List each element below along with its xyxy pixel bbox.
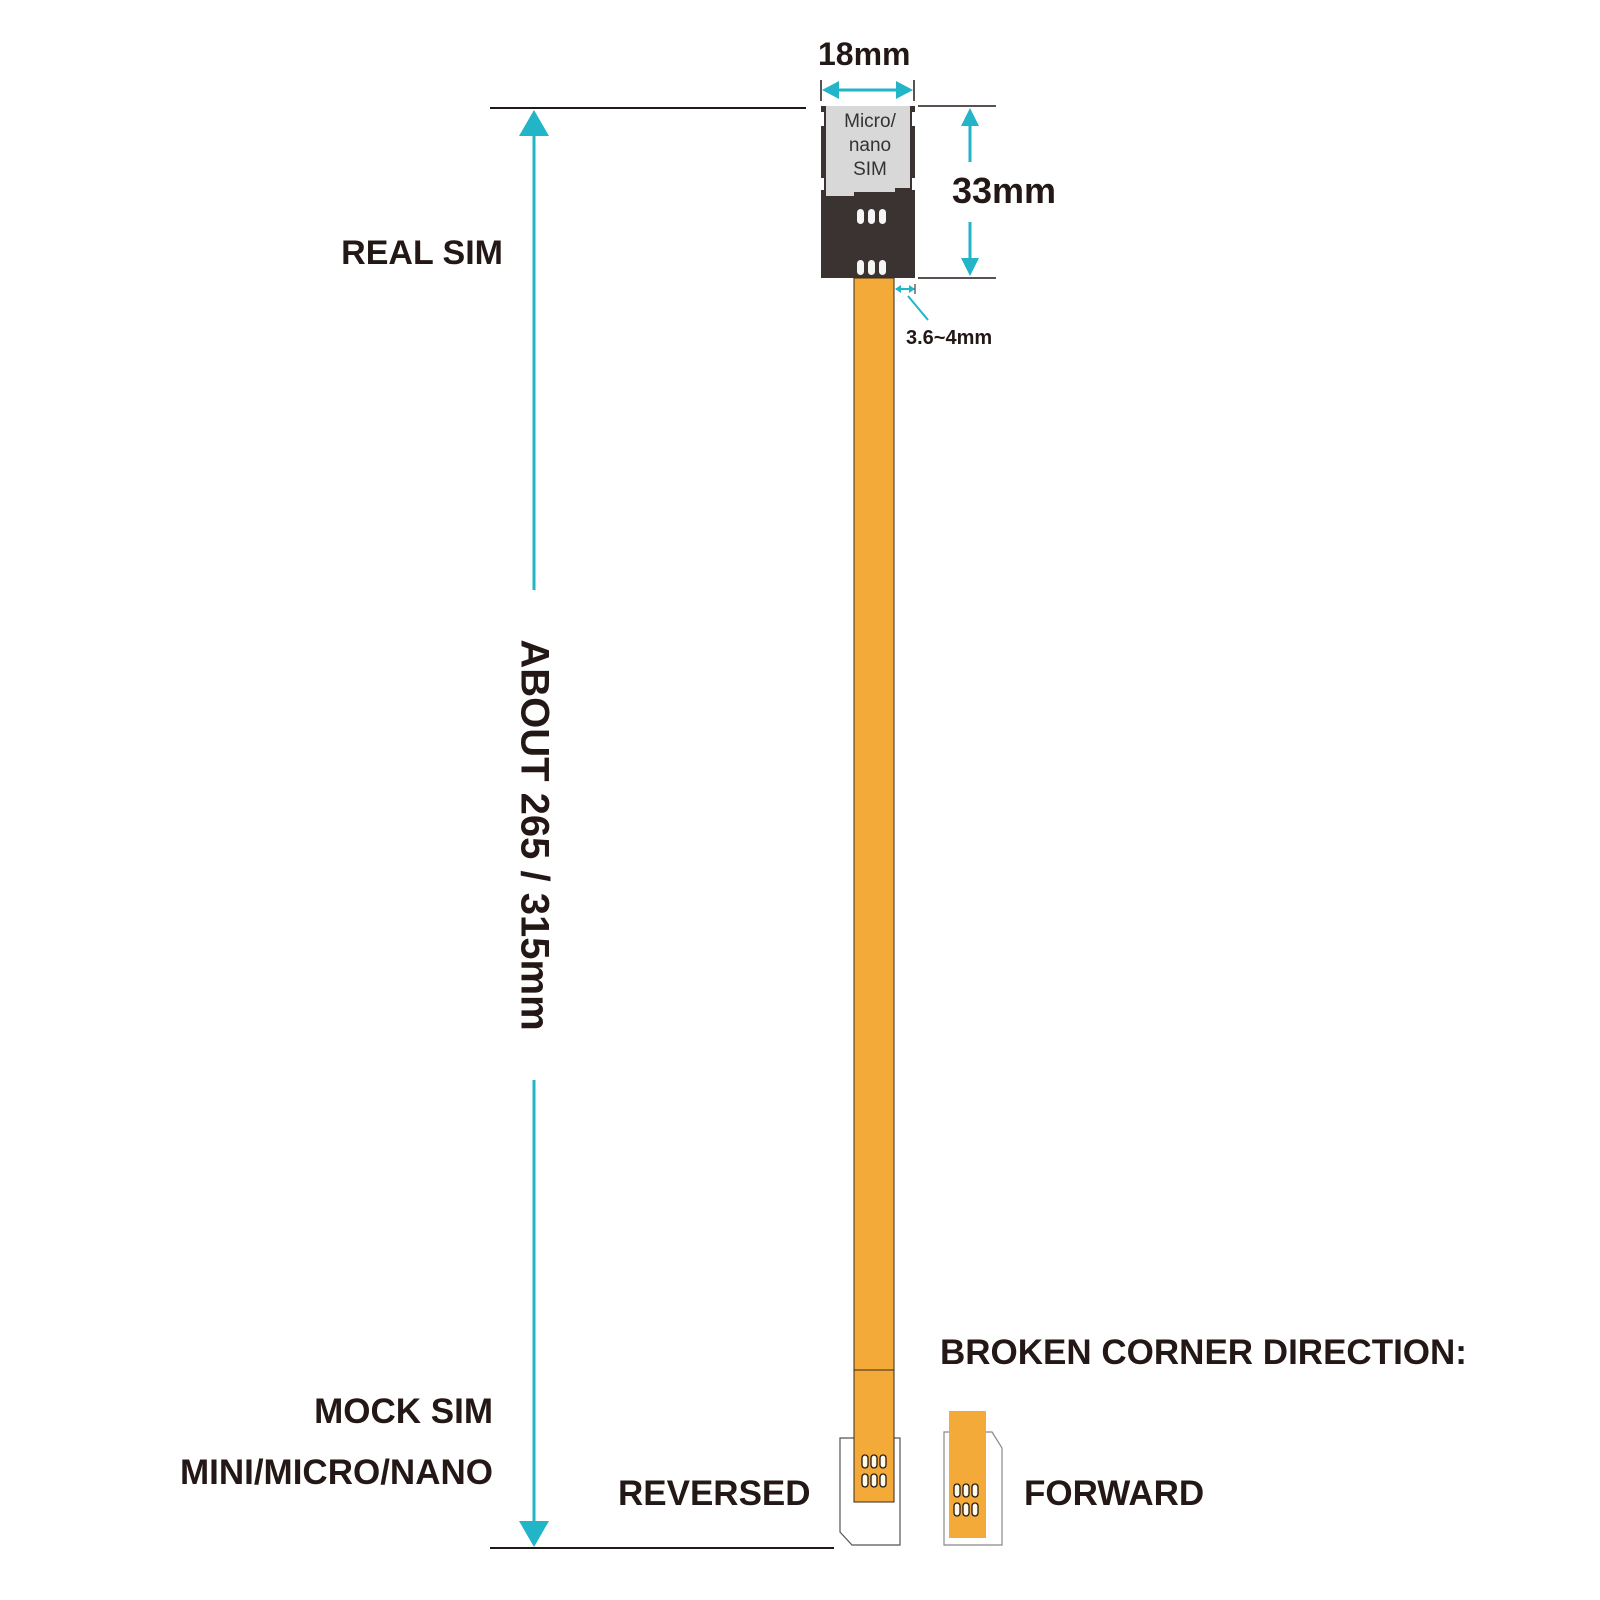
broken-corner-title: BROKEN CORNER DIRECTION:	[940, 1333, 1467, 1372]
reversed-label: REVERSED	[618, 1474, 811, 1513]
sim-slot	[826, 106, 910, 196]
cable-margin-label: 3.6~4mm	[906, 327, 993, 349]
sim-slot-text: Micro/ nano SIM	[828, 110, 912, 182]
cable-length-arrow	[519, 110, 549, 1547]
board-contacts-lower	[857, 260, 886, 275]
cable-length-label: ABOUT 265 / 315mm	[512, 639, 557, 1031]
reversed-mock-sim	[839, 1369, 901, 1546]
slot-text-line: nano	[848, 135, 892, 156]
mock-sim-label: MOCK SIM	[314, 1392, 493, 1431]
mock-sim-sizes-label: MINI/MICRO/NANO	[179, 1453, 493, 1492]
width-dimension-label: 18mm	[818, 36, 911, 72]
forward-label: FORWARD	[1024, 1474, 1205, 1513]
real-sim-board	[821, 106, 915, 278]
margin-indicator	[895, 284, 929, 321]
slot-text-line: SIM	[853, 159, 887, 180]
width-arrow	[820, 80, 915, 101]
forward-mock-sim	[943, 1411, 1003, 1546]
height-arrow	[918, 105, 996, 279]
slot-text-line: Micro/	[844, 111, 896, 132]
real-sim-label: REAL SIM	[341, 234, 503, 272]
board-contacts-upper	[857, 209, 886, 224]
flex-cable	[853, 277, 895, 1499]
height-dimension-label: 33mm	[952, 170, 1057, 211]
